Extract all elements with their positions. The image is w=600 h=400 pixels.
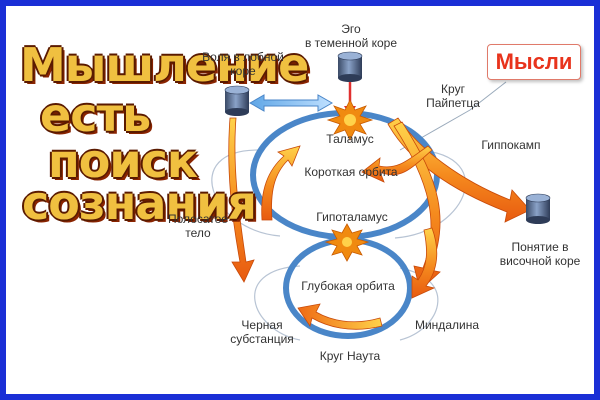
label-ego: Эго в теменной коре [304,22,398,50]
will-thalamus-double-arrow [248,94,334,112]
label-deep-orbit: Глубокая орбита [301,279,395,293]
label-striatum: Полосатое тело [168,212,228,240]
orange-arrows [228,117,531,330]
label-thalamus: Таламус [326,132,374,146]
concept-cylinder-icon [525,193,551,224]
thoughts-pointer [469,81,507,111]
label-hippocampus: Гиппокамп [481,138,541,152]
label-substantia-nigra: Черная субстанция [230,318,294,346]
will-cylinder-icon [224,85,250,116]
label-will: Воля в лобной коре [202,50,284,78]
title-line-2: есть [40,88,151,142]
thoughts-callout: Мысли [487,44,581,80]
label-concept: Понятие в височной коре [499,240,581,268]
title-line-1: Мышление [20,38,309,92]
label-short-orbit: Короткая орбита [304,165,398,179]
label-papez: Круг Пайпетца [426,82,480,110]
hypothalamus-starburst [324,223,370,262]
label-hypothalamus: Гипоталамус [316,210,388,224]
thalamus-starburst [326,99,374,141]
title-line-4: сознания [22,176,257,230]
label-nauta: Круг Наута [319,349,381,363]
title-line-3: поиск [48,134,198,188]
label-amygdala: Миндалина [414,318,479,332]
ego-cylinder-icon [337,51,363,82]
